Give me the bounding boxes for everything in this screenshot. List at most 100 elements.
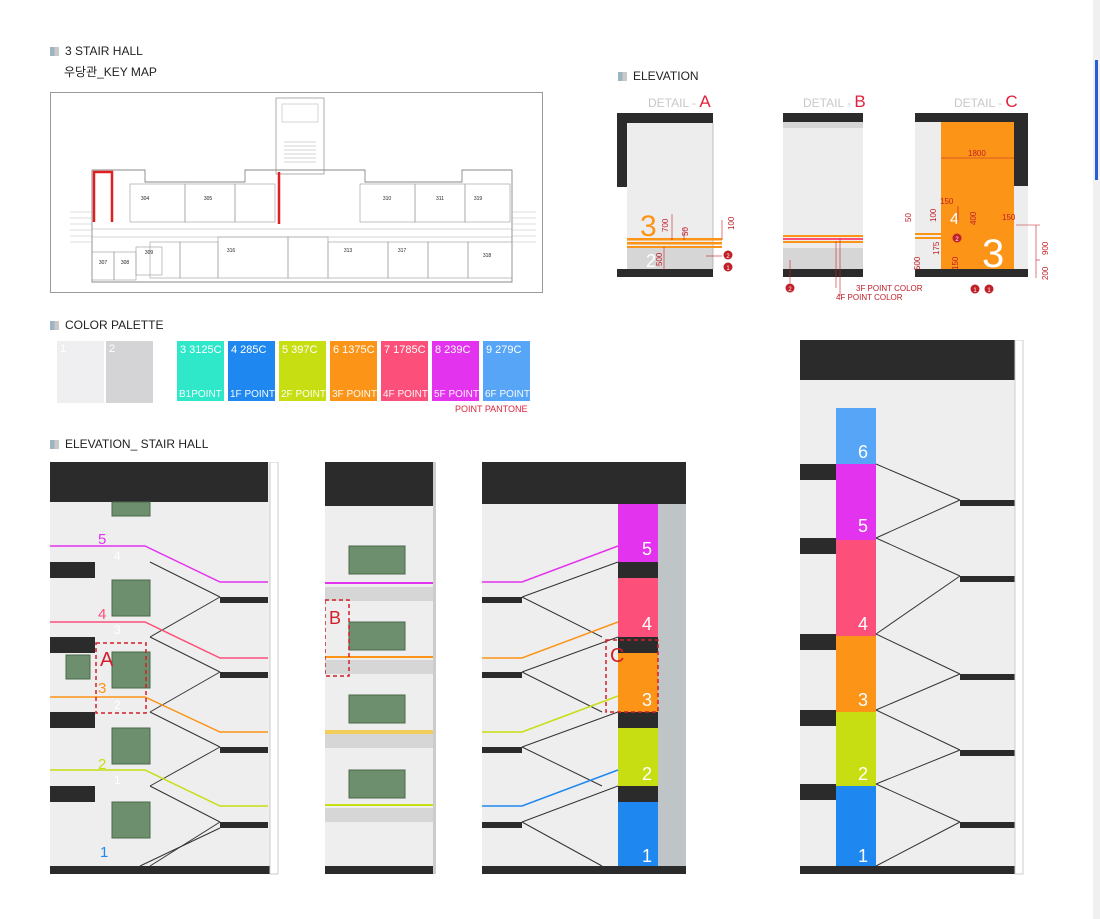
swatch-code: 4 285C bbox=[231, 344, 267, 356]
swatch-point-label: 2F POINT bbox=[281, 389, 327, 400]
floor-number: 1 bbox=[100, 844, 108, 861]
dimension-label: 100 bbox=[727, 216, 736, 230]
point-number: 4 bbox=[950, 211, 959, 228]
floor-number: 5 bbox=[858, 516, 868, 536]
pantone-swatch: 7 1785C 4F POINT bbox=[381, 341, 428, 401]
swatch-code: 6 1375C bbox=[333, 344, 375, 356]
section-bullet-icon bbox=[50, 439, 59, 449]
floor-number: 5 bbox=[98, 531, 106, 548]
floor-number: 2 bbox=[114, 698, 121, 712]
stair-hall-label: 3 STAIR HALL bbox=[65, 44, 143, 58]
detail-b-title: DETAIL - B bbox=[803, 92, 866, 112]
floor-number: 2 bbox=[98, 756, 106, 773]
detail-prefix: DETAIL - bbox=[648, 96, 700, 110]
dimension-label: 150 bbox=[1002, 213, 1016, 222]
detail-a-elevation: 3 2 700 50 100 500 2 1 bbox=[617, 113, 736, 277]
swatch-point-label: 4F POINT bbox=[383, 389, 429, 400]
swatch-code: 8 239C bbox=[435, 344, 471, 356]
marker-label: 2 bbox=[955, 237, 959, 243]
stair-elevation-panel-4: 6 5 4 3 2 1 bbox=[800, 340, 1024, 875]
elevation-stair-label: ELEVATION_ STAIR HALL bbox=[65, 437, 209, 451]
room-label: 317 bbox=[398, 248, 407, 254]
swatch-point-label: B1POINT bbox=[179, 389, 222, 400]
swatch-point-label: 5F POINT bbox=[434, 389, 480, 400]
marker-2-icon bbox=[723, 250, 733, 260]
floor-number: 6 bbox=[858, 442, 868, 462]
floor-number: 1 bbox=[642, 846, 652, 866]
swatch-point-label: 6F POINT bbox=[485, 389, 531, 400]
dimension-label: 150 bbox=[951, 256, 960, 270]
dimension-label: 150 bbox=[940, 197, 954, 206]
dimension-label: 50 bbox=[681, 227, 690, 236]
scrollbar-track[interactable] bbox=[1093, 0, 1100, 919]
marker-2-icon bbox=[785, 283, 795, 293]
room-label: 307 bbox=[99, 260, 108, 266]
room-label: 311 bbox=[436, 196, 444, 202]
marker-label: 2 bbox=[726, 254, 730, 260]
pantone-swatch: 4 285C 1F POINT bbox=[228, 341, 275, 401]
floor-number: 3 bbox=[98, 680, 106, 697]
room-label: 305 bbox=[204, 196, 213, 202]
floor-number: 2 bbox=[858, 764, 868, 784]
point-number: 3 bbox=[640, 210, 657, 243]
section-bullet-icon bbox=[618, 71, 627, 81]
floor-number: 4 bbox=[642, 614, 652, 634]
pantone-swatch: 8 239C 5F POINT bbox=[432, 341, 479, 401]
floor-number: 4 bbox=[114, 549, 121, 563]
floor-number: 4 bbox=[98, 606, 106, 623]
floor-number: 1 bbox=[114, 773, 121, 787]
stair-elevation-panel-1: 5 4 4 3 3 2 2 1 1 A bbox=[50, 462, 279, 875]
pantone-swatch: 5 397C 2F POINT bbox=[279, 341, 326, 401]
marker-label: 2 bbox=[788, 287, 792, 293]
dimension-label: 900 bbox=[1041, 241, 1050, 255]
pantone-swatch: 9 279C 6F POINT bbox=[483, 341, 530, 401]
detail-c-title: DETAIL - C bbox=[954, 92, 1018, 112]
room-label: 309 bbox=[145, 250, 154, 256]
section-elevation-stair-title: ELEVATION_ STAIR HALL bbox=[50, 437, 208, 451]
detail-letter: B bbox=[854, 92, 866, 111]
detail-marker-c: C bbox=[610, 645, 624, 667]
marker-1-icon bbox=[970, 284, 980, 294]
swatch-code: 1 bbox=[60, 343, 67, 355]
dimension-label: 400 bbox=[969, 211, 978, 225]
point-color-note: 4F POINT COLOR bbox=[836, 293, 903, 302]
room-label: 313 bbox=[344, 248, 353, 254]
marker-label: 1 bbox=[973, 288, 977, 294]
section-color-palette-title: COLOR PALETTE bbox=[50, 318, 163, 332]
dimension-label: 1800 bbox=[968, 149, 986, 158]
swatch-code: 9 279C bbox=[486, 344, 522, 356]
swatch-code: 2 bbox=[109, 343, 116, 355]
section-elevation-title: ELEVATION bbox=[618, 69, 699, 83]
point-pantone-note: POINT PANTONE bbox=[455, 404, 528, 414]
key-map-plan: 304 305 310 311 319 307 308 309 316 313 … bbox=[50, 92, 543, 293]
floor-number: 3 bbox=[642, 690, 652, 710]
key-map-title: 우당관_KEY MAP bbox=[64, 65, 157, 79]
detail-a-title: DETAIL - A bbox=[648, 92, 711, 112]
pantone-swatch: 6 1375C 3F POINT bbox=[330, 341, 377, 401]
floor-number: 4 bbox=[858, 614, 868, 634]
point-number: 3 bbox=[982, 232, 1004, 276]
elevation-label: ELEVATION bbox=[633, 69, 699, 83]
swatch-point-label: 1F POINT bbox=[230, 389, 276, 400]
floor-number: 3 bbox=[858, 690, 868, 710]
section-bullet-icon bbox=[50, 320, 59, 330]
scrollbar-thumb[interactable] bbox=[1095, 60, 1098, 180]
dimension-label: 50 bbox=[904, 213, 913, 222]
detail-marker-a: A bbox=[100, 649, 114, 671]
room-label: 304 bbox=[141, 196, 150, 202]
detail-b-elevation: 3F POINT COLOR 4F POINT COLOR 2 bbox=[783, 113, 923, 302]
room-label: 319 bbox=[474, 196, 483, 202]
dimension-label: 175 bbox=[932, 241, 941, 255]
marker-2-icon bbox=[952, 233, 962, 243]
dimension-label: 100 bbox=[929, 208, 938, 222]
detail-marker-b: B bbox=[329, 608, 341, 628]
marker-1-icon bbox=[723, 262, 733, 272]
swatch-point-label: 3F POINT bbox=[332, 389, 378, 400]
detail-prefix: DETAIL - bbox=[803, 96, 855, 110]
swatch-code: 7 1785C bbox=[384, 344, 426, 356]
swatch-code: 5 397C bbox=[282, 344, 318, 356]
dimension-label: 500 bbox=[913, 256, 922, 270]
room-label: 310 bbox=[383, 196, 392, 202]
section-stair-hall-title: 3 STAIR HALL bbox=[50, 44, 143, 58]
